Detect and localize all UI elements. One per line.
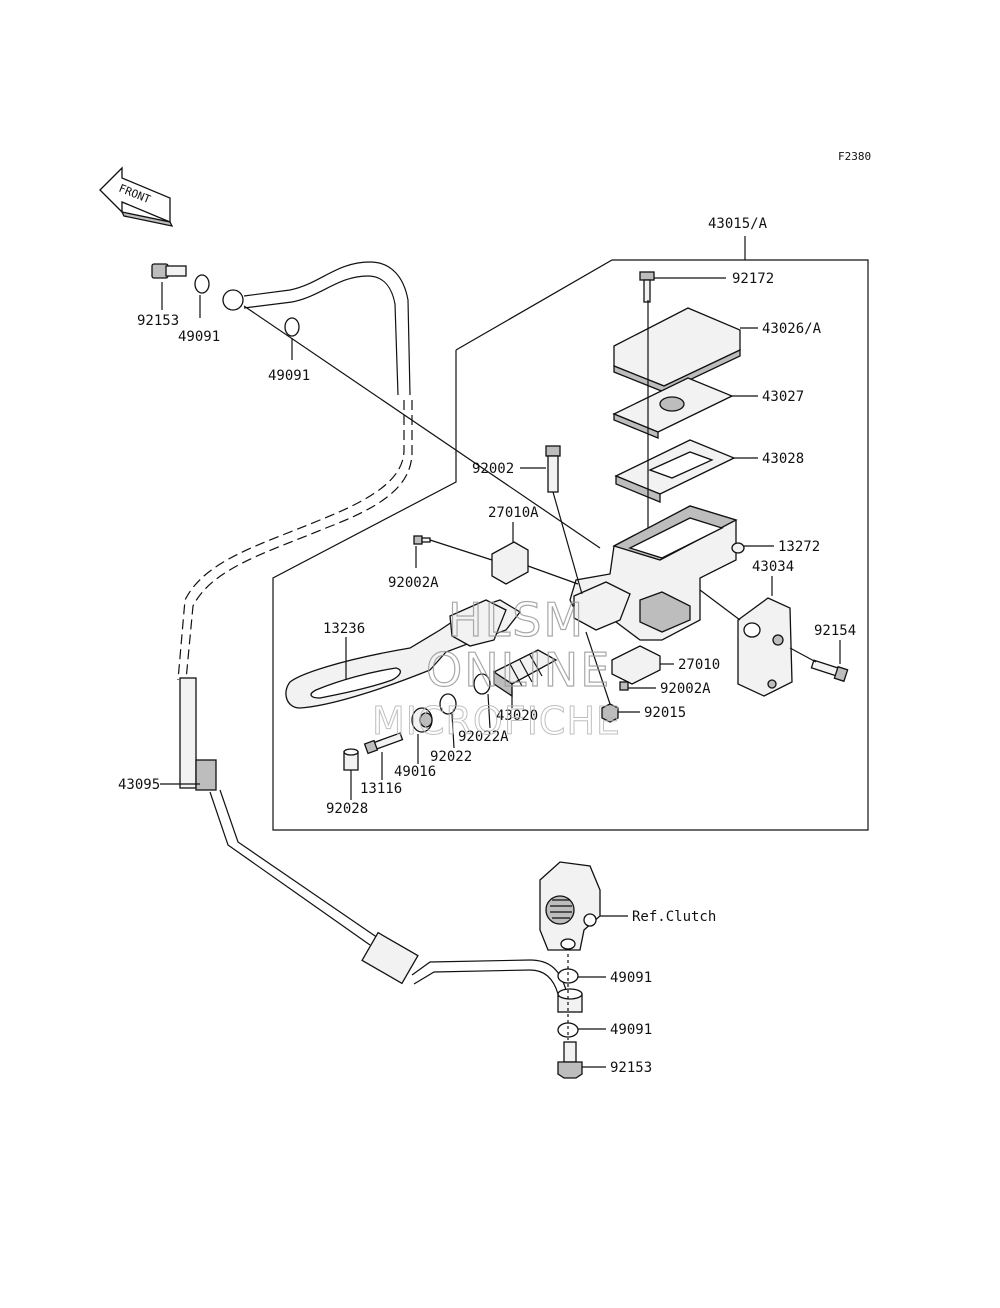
master-cylinder-body-icon	[569, 505, 738, 641]
piston-kit-icon	[492, 649, 558, 698]
label-43020: 43020	[496, 708, 538, 724]
label-13236: 13236	[323, 621, 365, 637]
reservoir-screw-icon	[639, 271, 655, 303]
label-43028: 43028	[762, 451, 804, 467]
banjo-bolt-bottom-icon	[557, 1041, 583, 1079]
slave-cylinder-icon	[539, 861, 601, 951]
washer-top-1-icon	[194, 274, 210, 294]
watermark-line3: MICROFICHE	[372, 699, 621, 743]
clutch-lever-icon	[285, 599, 521, 709]
banjo-fitting-top-icon	[222, 289, 244, 311]
banjo-bolt-top-icon	[151, 263, 187, 279]
watermark: HLSM ONLINE MICROFICHE	[372, 592, 621, 743]
ring-13272-icon	[731, 542, 745, 554]
banjo-fitting-bottom-icon	[557, 988, 583, 1013]
switch-27010-icon	[611, 645, 661, 685]
screw-92002a-bottom-icon	[619, 681, 629, 691]
watermark-line2: ONLINE	[426, 643, 611, 697]
label-92022: 92022	[430, 749, 472, 765]
label-92153-bottom: 92153	[610, 1060, 652, 1076]
label-49091-top1: 49091	[178, 329, 220, 345]
label-92022a: 92022A	[458, 729, 509, 745]
pivot-bolt-icon	[545, 445, 561, 493]
collar-92028-icon	[343, 748, 359, 771]
label-92028: 92028	[326, 801, 368, 817]
label-27010: 27010	[678, 657, 720, 673]
label-92002a-bottom: 92002A	[660, 681, 711, 697]
label-92002: 92002	[472, 461, 514, 477]
label-49091-bottom2: 49091	[610, 1022, 652, 1038]
label-49016: 49016	[394, 764, 436, 780]
switch-27010a-icon	[491, 541, 529, 585]
label-27010a: 27010A	[488, 505, 539, 521]
label-49091-bottom1: 49091	[610, 970, 652, 986]
holder-clamp-icon	[737, 597, 793, 697]
circlip-92022-icon	[439, 693, 457, 715]
label-43095: 43095	[118, 777, 160, 793]
label-92015: 92015	[644, 705, 686, 721]
assembly-outline	[272, 236, 869, 831]
front-arrow-icon: FRONT	[99, 166, 174, 227]
label-92154: 92154	[814, 623, 856, 639]
screw-92002a-top-icon	[413, 535, 431, 545]
label-13272: 13272	[778, 539, 820, 555]
label-92153-top: 92153	[137, 313, 179, 329]
push-rod-icon	[363, 732, 404, 755]
label-ref-clutch: Ref.Clutch	[632, 909, 716, 925]
label-92002a-top: 92002A	[388, 575, 439, 591]
clutch-hose	[177, 261, 567, 995]
label-43015a: 43015/A	[708, 216, 768, 232]
label-49091-top2: 49091	[268, 368, 310, 384]
label-43027: 43027	[762, 389, 804, 405]
dust-boot-icon	[411, 707, 433, 733]
watermark-line1: HLSM	[448, 593, 585, 647]
label-43026a: 43026/A	[762, 321, 822, 337]
label-92172: 92172	[732, 271, 774, 287]
label-13116: 13116	[360, 781, 402, 797]
figure-code: F2380	[838, 150, 871, 163]
clamp-bolt-icon	[810, 659, 849, 683]
washer-top-2-icon	[284, 317, 300, 337]
circlip-92022a-icon	[473, 673, 491, 695]
label-43034: 43034	[752, 559, 794, 575]
